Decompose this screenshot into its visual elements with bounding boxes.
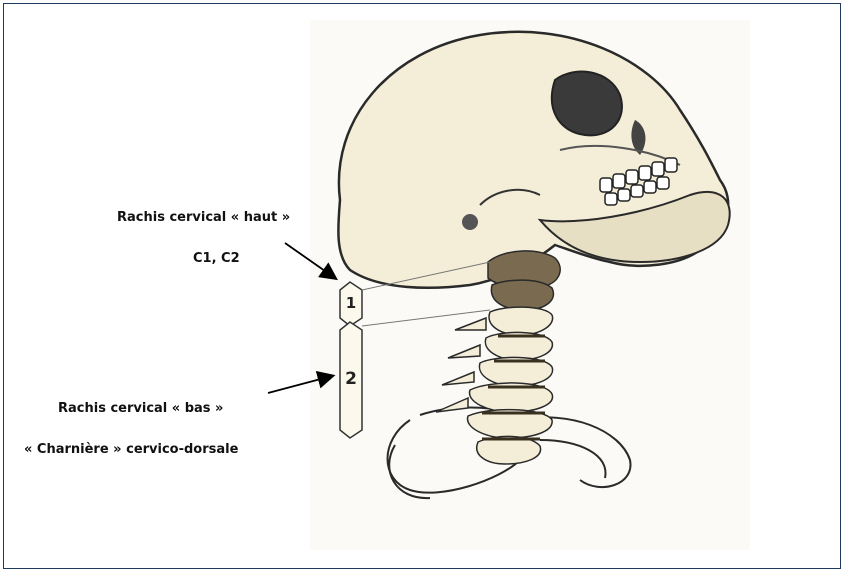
upper-cervical-levels: C1, C2: [193, 251, 240, 266]
marker-1-numeral: 1: [346, 294, 356, 312]
upper-cervical-title: Rachis cervical « haut »: [117, 210, 290, 225]
upper-cervical-vertebrae: [488, 251, 560, 310]
marker-2-numeral: 2: [345, 369, 357, 389]
cervico-dorsal-junction: « Charnière » cervico-dorsale: [24, 442, 238, 457]
lower-cervical-title: Rachis cervical « bas »: [58, 401, 223, 416]
